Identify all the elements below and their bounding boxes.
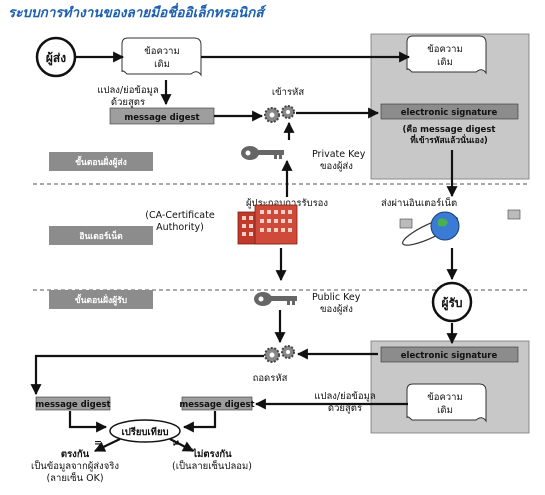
arrow	[169, 438, 194, 452]
arrow	[30, 354, 264, 396]
nomatch-title: ไม่ตรงกัน	[191, 448, 232, 460]
scroll-icon: ข้อความเดิม	[121, 37, 202, 77]
stage-internet-label: อินเตอร์เน็ต	[79, 229, 123, 242]
decrypt-label: ถอดรหัส	[253, 373, 288, 384]
message-digest-label: message digest	[179, 400, 254, 410]
electronic-signature-box	[380, 346, 519, 363]
electronic-signature-label: electronic signature	[401, 351, 498, 361]
key-icon	[241, 146, 284, 160]
stage-sender-box	[49, 152, 153, 171]
electronic-signature-label: electronic signature	[401, 108, 498, 118]
send-internet-label: ส่งผ่านอินเตอร์เน็ต	[381, 196, 457, 209]
scroll-icon: ข้อความเดิม	[406, 35, 487, 75]
globe-icon	[399, 209, 521, 246]
message-digest-label: message digest	[35, 400, 110, 410]
stage-receiver-box	[49, 290, 153, 309]
original-doc-label: ข้อความเดิม	[427, 44, 463, 68]
stage-internet-box	[49, 226, 153, 245]
nomatch-desc: (เป็นลายเซ็นปลอม)	[172, 459, 252, 472]
hash-step-label: แปลง/ย่อข้อมูลด้วยสูตร	[97, 85, 159, 108]
message-digest-box	[181, 396, 253, 411]
stage-receiver-label: ขั้นตอนฝั่งผู้รับ	[75, 293, 127, 306]
original-doc-label: ข้อความเดิม	[144, 46, 180, 70]
message-digest-box	[35, 396, 111, 411]
hash-step-label: แปลง/ย่อข้อมูลด้วยสูตร	[314, 391, 376, 414]
arrow	[182, 411, 217, 433]
gears-icon	[264, 345, 295, 363]
stage-sender-label: ขั้นตอนฝั่งผู้ส่ง	[75, 155, 127, 168]
not-equal-sign: ≠	[172, 438, 180, 449]
compare-label: เปรียบเทียบ	[121, 426, 168, 438]
match-title: ตรงกัน	[61, 449, 90, 460]
encrypt-label: เข้ารหัส	[272, 87, 304, 98]
building-icon	[237, 204, 298, 245]
sender-label: ผู้ส่ง	[46, 51, 66, 66]
original-doc-label: ข้อความเดิม	[427, 392, 463, 416]
arrow	[68, 411, 108, 433]
gears-icon	[264, 105, 295, 123]
scroll-icon: ข้อความเดิม	[406, 383, 487, 423]
key-icon	[254, 292, 297, 306]
compare-node	[109, 419, 181, 443]
arrow	[94, 438, 121, 452]
message-digest-label: message digest	[124, 113, 199, 123]
match-desc: เป็นข้อมูลจากผู้ส่งจริง(ลายเซ็น OK)	[31, 459, 119, 484]
electronic-signature-box	[380, 103, 519, 120]
diagram-title: ระบบการทำงานของลายมือชื่ออิเล็กทรอนิกส์	[8, 2, 267, 21]
receiver-label: ผู้รับ	[441, 296, 462, 311]
ca-label: ผู้ประกอบการรับรอง	[246, 198, 328, 209]
receiver-node	[431, 281, 473, 323]
